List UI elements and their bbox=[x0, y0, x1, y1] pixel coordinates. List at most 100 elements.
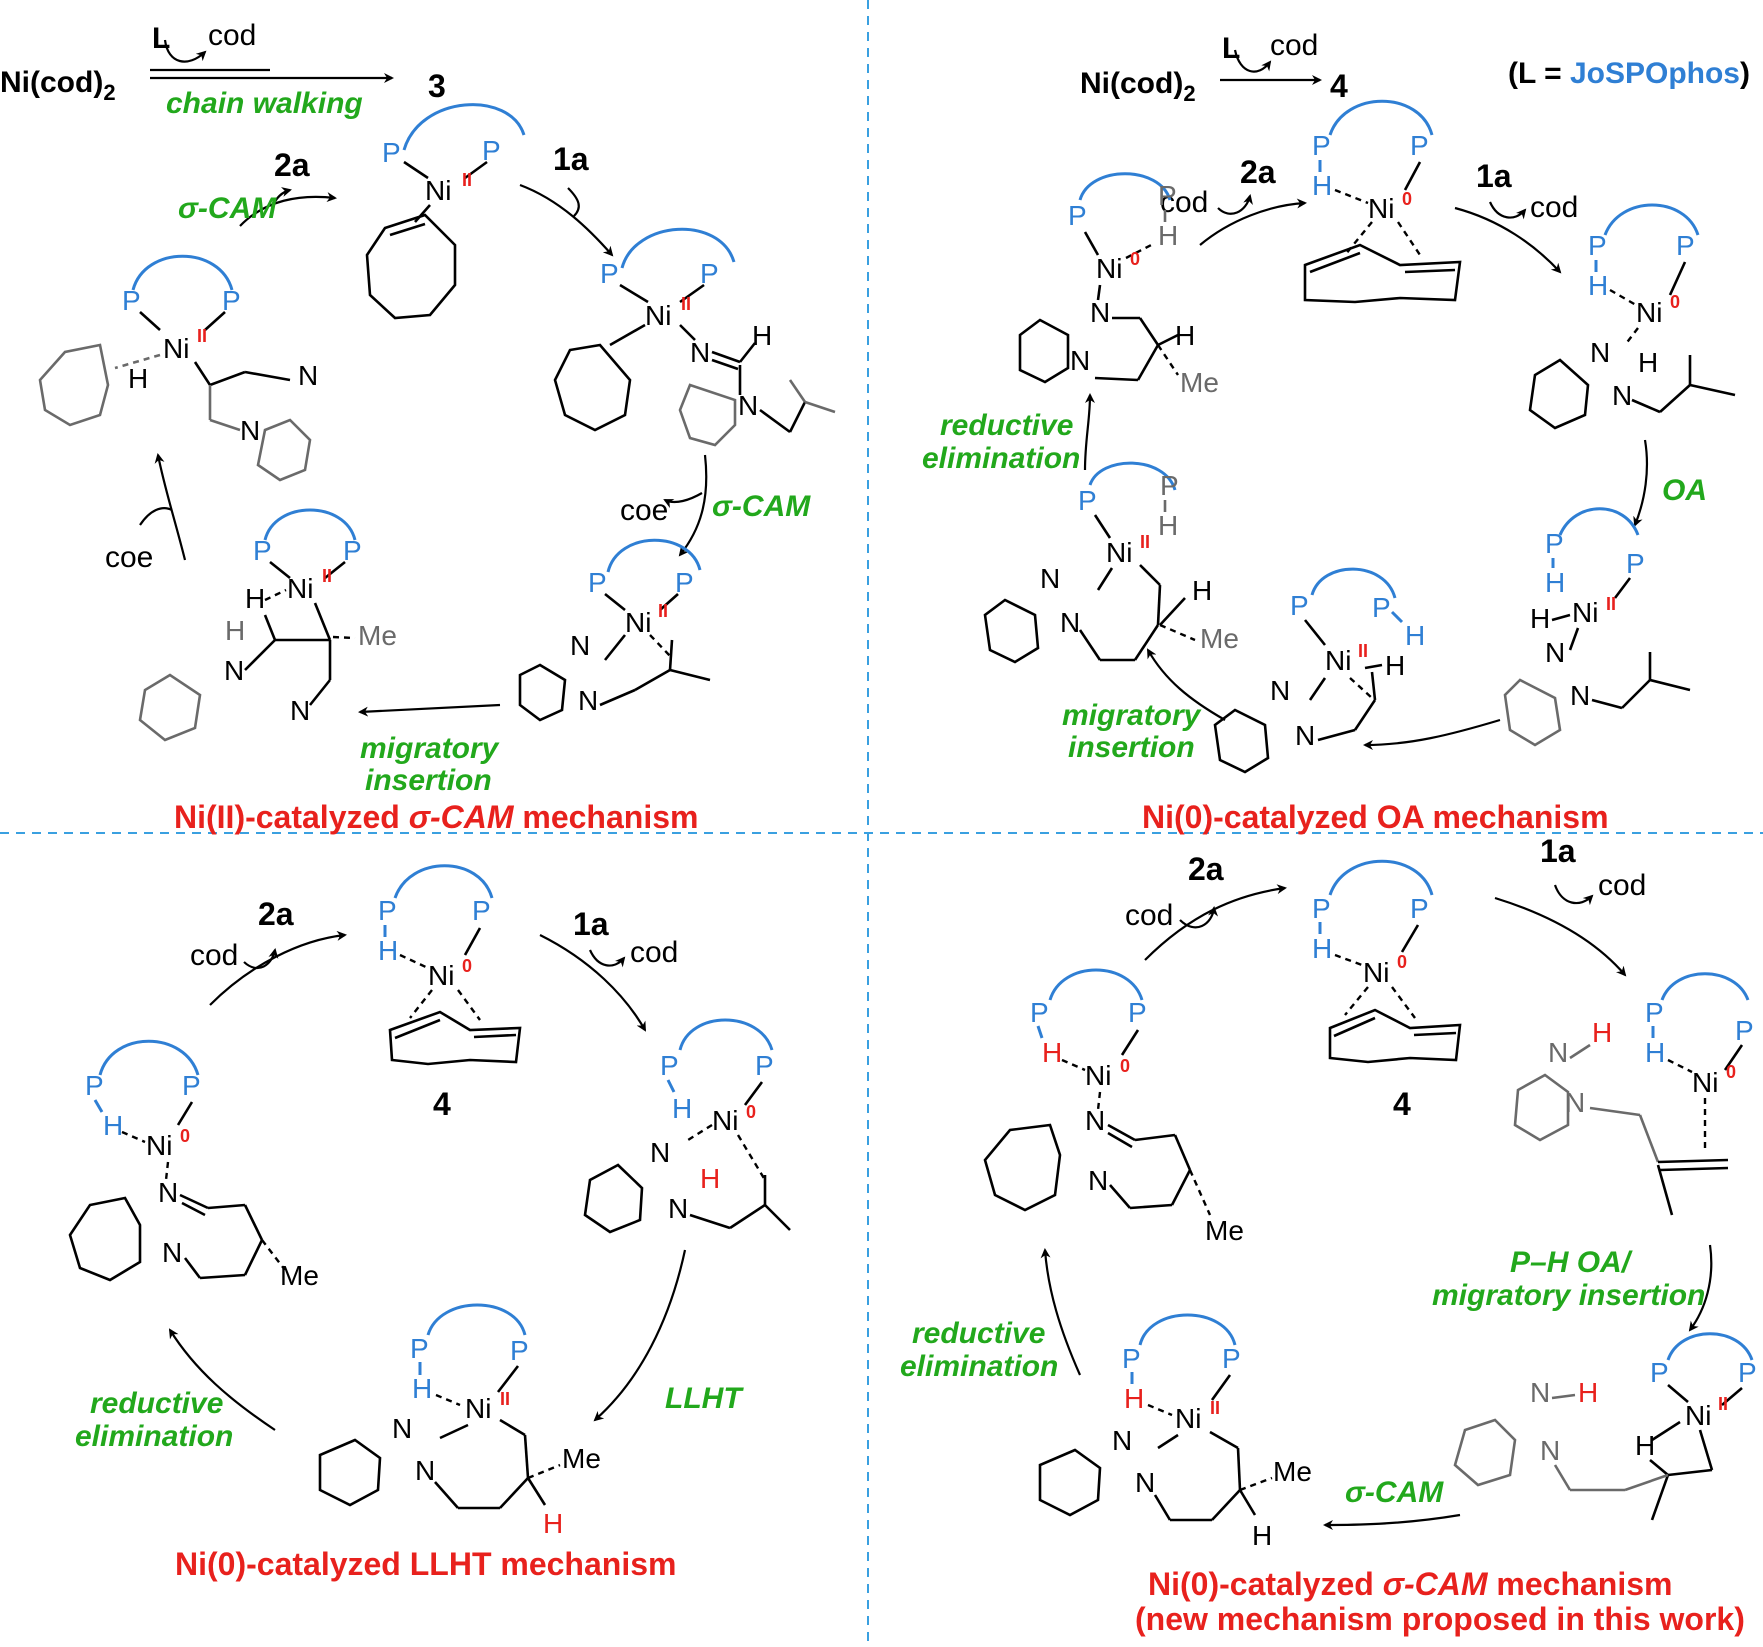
hydrogen-atom: H bbox=[1385, 650, 1405, 681]
phosphorus-atom: P bbox=[1372, 592, 1391, 623]
nitrogen-atom: N bbox=[240, 415, 260, 446]
hydrogen-atom: H bbox=[1124, 1383, 1144, 1414]
hydrogen-atom: H bbox=[1175, 320, 1195, 351]
oxidation-state-II: II bbox=[1606, 594, 1616, 614]
methyl-label: Me bbox=[280, 1260, 319, 1291]
nickel-atom: Ni bbox=[1363, 957, 1389, 988]
ligand-backbone-arc bbox=[606, 538, 702, 573]
nitrogen-atom: N bbox=[578, 685, 598, 716]
ligand-backbone-arc bbox=[98, 1039, 200, 1076]
nickel-atom: Ni bbox=[465, 1393, 491, 1424]
methyl-label: Me bbox=[1180, 367, 1219, 398]
hydrogen-atom: H bbox=[103, 1110, 123, 1141]
reductive-elimination-arrow bbox=[168, 1328, 276, 1431]
hydrogen-atom: H bbox=[1192, 575, 1212, 606]
nitrogen-atom: N bbox=[1270, 675, 1290, 706]
hydrogen-atom: H bbox=[1578, 1377, 1598, 1408]
hydrogen-atom: H bbox=[1635, 1430, 1655, 1461]
reductive-elimination-arrow bbox=[1040, 1248, 1082, 1376]
panel-bottom-right: P P H Ni 0 4 2a cod 1a cod P P bbox=[900, 833, 1757, 1637]
hydrogen-atom: H bbox=[1645, 1037, 1665, 1068]
compound-3-label: 3 bbox=[428, 68, 446, 104]
nitrogen-atom: N bbox=[1135, 1467, 1155, 1498]
cod-label: cod bbox=[208, 19, 256, 52]
ligand-backbone-arc bbox=[1048, 968, 1144, 1001]
sigma-cam-arrow bbox=[1323, 1513, 1461, 1530]
methyl-label: Me bbox=[562, 1443, 601, 1474]
nitrogen-atom: N bbox=[1085, 1105, 1105, 1136]
phosphorus-atom: P bbox=[1626, 548, 1645, 579]
methyl-label: Me bbox=[1205, 1215, 1244, 1246]
phosphorus-atom: P bbox=[1650, 1357, 1669, 1388]
methyl-label: Me bbox=[358, 620, 397, 651]
compound-2a-label: 2a bbox=[1188, 851, 1224, 887]
oxidation-state-0: 0 bbox=[180, 1126, 190, 1146]
nitrogen-atom: N bbox=[158, 1177, 178, 1208]
oxidation-state-0: 0 bbox=[1397, 952, 1407, 972]
phosphorus-atom: P bbox=[222, 285, 241, 316]
hydrogen-atom: H bbox=[1592, 1017, 1612, 1048]
nitrogen-atom: N bbox=[1070, 345, 1090, 376]
phosphorus-atom: P bbox=[253, 535, 272, 566]
migratory-insertion-label: migratory insertion bbox=[1432, 1279, 1705, 1312]
hydrogen-atom: H bbox=[128, 363, 148, 394]
hydrogen-atom: H bbox=[412, 1373, 432, 1404]
oxidation-state-0: 0 bbox=[746, 1102, 756, 1122]
ligand-backbone-arc bbox=[1558, 507, 1640, 536]
nickel-atom: Ni bbox=[1106, 537, 1132, 568]
nickel-atom: Ni bbox=[645, 300, 671, 331]
panel-title-bottom-right: Ni(0)-catalyzed σ-CAM mechanism bbox=[1148, 1566, 1672, 1602]
complex-3: P P Ni II bbox=[365, 103, 526, 320]
hydrogen-atom: H bbox=[1252, 1520, 1272, 1551]
oxidation-state-II: II bbox=[322, 566, 332, 586]
panel-title-bottom-left: Ni(0)-catalyzed LLHT mechanism bbox=[175, 1546, 676, 1582]
panel-top-left: Ni(cod)2 L cod chain walking 3 P P Ni II… bbox=[0, 19, 836, 835]
phosphorus-atom: P bbox=[378, 895, 397, 926]
complex-4: P P H Ni 0 4 bbox=[1312, 859, 1462, 1122]
reductive-label: reductive bbox=[940, 409, 1073, 442]
phosphorus-atom: P bbox=[675, 567, 694, 598]
nickel-atom: Ni bbox=[163, 333, 189, 364]
hydrogen-atom: H bbox=[1638, 347, 1658, 378]
panel-subtitle-bottom-right: (new mechanism proposed in this work) bbox=[1135, 1601, 1745, 1637]
hydrogen-atom: H bbox=[378, 935, 398, 966]
methyl-label: Me bbox=[1200, 623, 1239, 654]
nitrogen-atom: N bbox=[1612, 380, 1632, 411]
nickel-atom: Ni bbox=[1096, 253, 1122, 284]
ligand-backbone-arc bbox=[1310, 567, 1397, 599]
nitrogen-atom: N bbox=[668, 1193, 688, 1224]
cyclooctenyl-ring bbox=[365, 213, 457, 320]
hydrogen-atom: H bbox=[672, 1093, 692, 1124]
oa-label: OA bbox=[1662, 474, 1707, 507]
ni-cod2-label: Ni(cod)2 bbox=[1080, 67, 1196, 106]
complex-ni-ii-metallacycle: P P H Ni II N N H Me bbox=[1038, 1313, 1312, 1551]
phosphorus-atom: P bbox=[1735, 1015, 1754, 1046]
phosphorus-atom: P bbox=[1410, 130, 1429, 161]
ligand-backbone-arc bbox=[1328, 859, 1434, 896]
ligand-backbone-arc bbox=[1138, 1313, 1237, 1346]
complex-ni-ii-hydride: P P H H Ni II N N bbox=[1503, 507, 1691, 747]
nitrogen-atom: N bbox=[1090, 297, 1110, 328]
oxidation-state-II: II bbox=[197, 326, 207, 346]
complex-ni-ii-hydride-cyclized: P P Ni II H H Me N N bbox=[138, 508, 397, 742]
ni-cod2-label: Ni(cod)2 bbox=[0, 66, 116, 105]
coe-addition-arrow bbox=[154, 453, 187, 561]
compound-4-label: 4 bbox=[1330, 68, 1348, 104]
phosphorus-atom: P bbox=[1312, 130, 1331, 161]
phosphorus-atom: P bbox=[122, 285, 141, 316]
oxidation-state-0: 0 bbox=[1726, 1062, 1736, 1082]
phosphorus-atom: P bbox=[410, 1333, 429, 1364]
ligand-backbone-arc bbox=[1328, 99, 1434, 136]
nickel-atom: Ni bbox=[1368, 193, 1394, 224]
coe-release-arrow bbox=[678, 454, 708, 557]
panel-title-top-right: Ni(0)-catalyzed OA mechanism bbox=[1142, 799, 1609, 835]
hydrogen-atom: H bbox=[700, 1163, 720, 1194]
nickel-atom: Ni bbox=[425, 175, 451, 206]
nickel-atom: Ni bbox=[1685, 1400, 1711, 1431]
nitrogen-atom: N bbox=[1112, 1425, 1132, 1456]
phosphorus-atom: P bbox=[1068, 200, 1087, 231]
phosphorus-atom: P bbox=[1290, 590, 1309, 621]
chain-walking-label: chain walking bbox=[166, 87, 363, 120]
nitrogen-atom: N bbox=[1088, 1165, 1108, 1196]
